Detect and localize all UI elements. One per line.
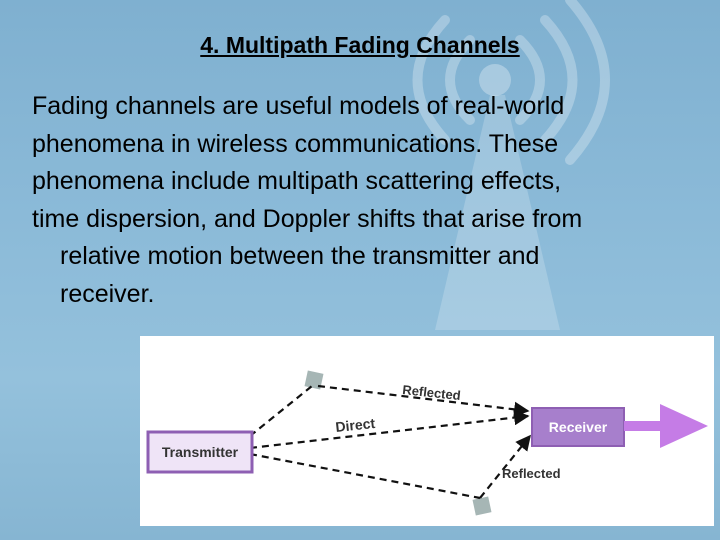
path-reflected-bottom-out: [479, 434, 531, 499]
path-direct: [249, 409, 530, 450]
multipath-diagram-svg: Transmitter Receiver Reflected Direct Re…: [146, 370, 708, 516]
slide-title: 4. Multipath Fading Channels: [200, 32, 520, 58]
paragraph-line: phenomena in wireless communications. Th…: [32, 129, 559, 158]
paragraph-line: receiver.: [60, 279, 155, 308]
reflector-bottom: [472, 496, 492, 516]
transmitter-box: [146, 430, 254, 474]
paragraph-line: time dispersion, and Doppler shifts that…: [32, 204, 583, 233]
multipath-diagram: Transmitter Receiver Reflected Direct Re…: [140, 336, 714, 526]
paragraph-line: relative motion between the transmitter …: [60, 242, 540, 270]
paragraph-line: phenomena include multipath scattering e…: [32, 167, 562, 195]
paragraph-line: Fading channels are useful models of rea…: [32, 92, 565, 120]
output-arrow-shaft: [624, 421, 664, 431]
reflected-top-label: Reflected: [402, 382, 462, 403]
reflector-top: [304, 370, 324, 390]
output-arrow-head: [660, 404, 708, 448]
reflected-bottom-label: Reflected: [502, 466, 561, 481]
path-reflected-top-in: [249, 385, 313, 437]
path-reflected-bottom-in: [249, 452, 481, 500]
transmitter-label: Transmitter: [162, 444, 239, 460]
body-paragraph: Fading channels are useful models of rea…: [32, 88, 712, 313]
direct-label: Direct: [335, 415, 376, 435]
receiver-label: Receiver: [549, 419, 608, 435]
